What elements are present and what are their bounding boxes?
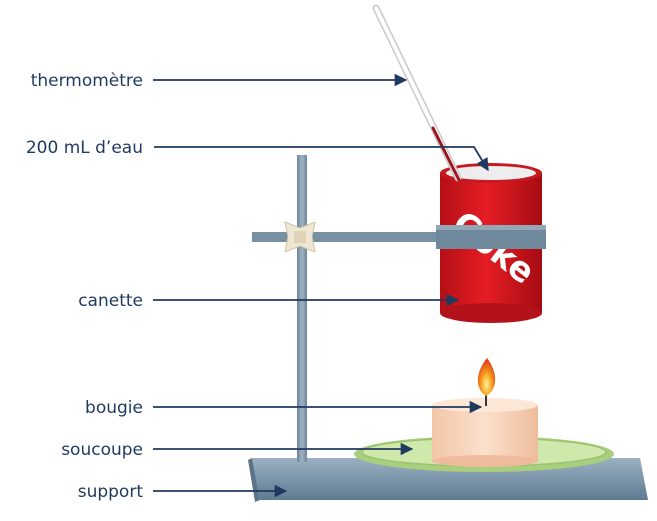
can-clamp-band — [436, 225, 546, 249]
label-candle: bougie — [85, 398, 143, 418]
horizontal-rod — [252, 232, 452, 242]
arrow-water — [154, 146, 489, 172]
thermometer — [372, 4, 462, 182]
label-thermometer: thermomètre — [31, 71, 143, 91]
flame — [477, 358, 496, 396]
label-can: canette — [78, 291, 143, 311]
vertical-rod — [297, 155, 307, 462]
label-support: support — [78, 482, 144, 502]
clamp-boss — [284, 221, 316, 253]
label-water: 200 mL d’eau — [26, 138, 143, 158]
label-saucer: soucoupe — [61, 440, 143, 460]
candle — [432, 394, 538, 467]
